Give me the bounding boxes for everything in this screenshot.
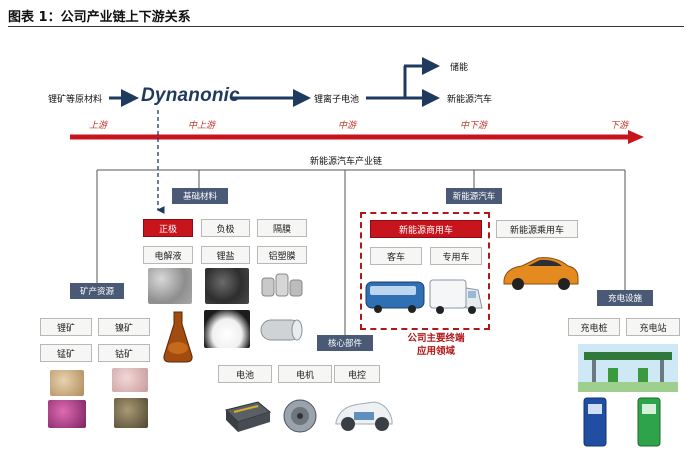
lithium-ore-image — [50, 370, 84, 396]
core-battery: 电池 — [218, 365, 272, 383]
stage-midstream: 中游 — [338, 121, 357, 131]
cobalt-ore-image — [114, 398, 148, 428]
vehicle-bus: 客车 — [370, 247, 422, 265]
mineral-cobalt: 钴矿 — [98, 344, 150, 362]
category-charging: 充电设施 — [597, 290, 653, 306]
vehicle-special: 专用车 — [430, 247, 482, 265]
category-core-parts: 核心部件 — [317, 335, 373, 351]
vehicle-commercial: 新能源商用车 — [370, 220, 482, 238]
manganese-ore-image — [48, 400, 86, 428]
battery-pack-image — [225, 401, 272, 432]
flow-nev-label: 新能源汽车 — [447, 95, 493, 105]
material-electrolyte: 电解液 — [143, 246, 193, 264]
flow-input-label: 锂矿等原材料 — [48, 95, 103, 105]
charging-pile: 充电桩 — [568, 318, 620, 336]
charging-station-image — [578, 344, 678, 392]
mineral-lithium: 锂矿 — [40, 318, 92, 336]
charging-station: 充电站 — [626, 318, 680, 336]
motor-image — [283, 399, 317, 433]
stage-upstream: 上游 — [89, 121, 108, 131]
cathode-powder-image — [148, 268, 192, 304]
core-motor: 电机 — [278, 365, 332, 383]
ev-chassis-image — [335, 401, 393, 431]
vehicle-passenger: 新能源乘用车 — [496, 220, 578, 238]
stage-downstream: 下游 — [610, 121, 629, 131]
note-line-1: 公司主要终端 — [407, 333, 465, 344]
material-aluminum-film: 铝塑膜 — [257, 246, 307, 264]
stage-mid-upstream: 中上游 — [188, 121, 216, 131]
stage-bar-head — [628, 130, 644, 144]
mineral-manganese: 锰矿 — [40, 344, 92, 362]
lithium-salt-image — [204, 310, 250, 348]
material-lithium-salt: 锂盐 — [201, 246, 250, 264]
category-mining: 矿产资源 — [70, 283, 124, 299]
material-cathode: 正极 — [143, 219, 193, 237]
aluminum-film-image — [260, 319, 303, 341]
title-rule — [8, 26, 684, 27]
category-basic-materials: 基础材料 — [172, 188, 228, 204]
stage-mid-downstream: 中下游 — [460, 121, 488, 131]
key-application-frame — [360, 212, 490, 330]
van-image — [429, 279, 483, 314]
nickel-ore-image — [112, 368, 148, 392]
figure-title: 图表 1：公司产业链上下游关系 — [8, 10, 191, 25]
bus-image — [365, 281, 425, 313]
category-nev: 新能源汽车 — [446, 188, 502, 204]
flow-storage-label: 储能 — [450, 63, 469, 73]
company-logo: Dynanonic — [141, 85, 240, 106]
passenger-car-image — [503, 257, 579, 290]
mineral-nickel: 镍矿 — [98, 318, 150, 336]
note-line-2: 应用领域 — [416, 346, 455, 357]
separator-rolls-image — [261, 273, 303, 297]
anode-graphite-image — [205, 268, 249, 304]
flow-product-label: 锂离子电池 — [314, 95, 360, 105]
material-separator: 隔膜 — [257, 219, 307, 237]
electrolyte-flask-image — [163, 311, 193, 363]
core-controller: 电控 — [334, 365, 380, 383]
material-anode: 负极 — [201, 219, 250, 237]
chain-title: 新能源汽车产业链 — [310, 157, 383, 167]
charging-pile-image — [583, 397, 661, 447]
